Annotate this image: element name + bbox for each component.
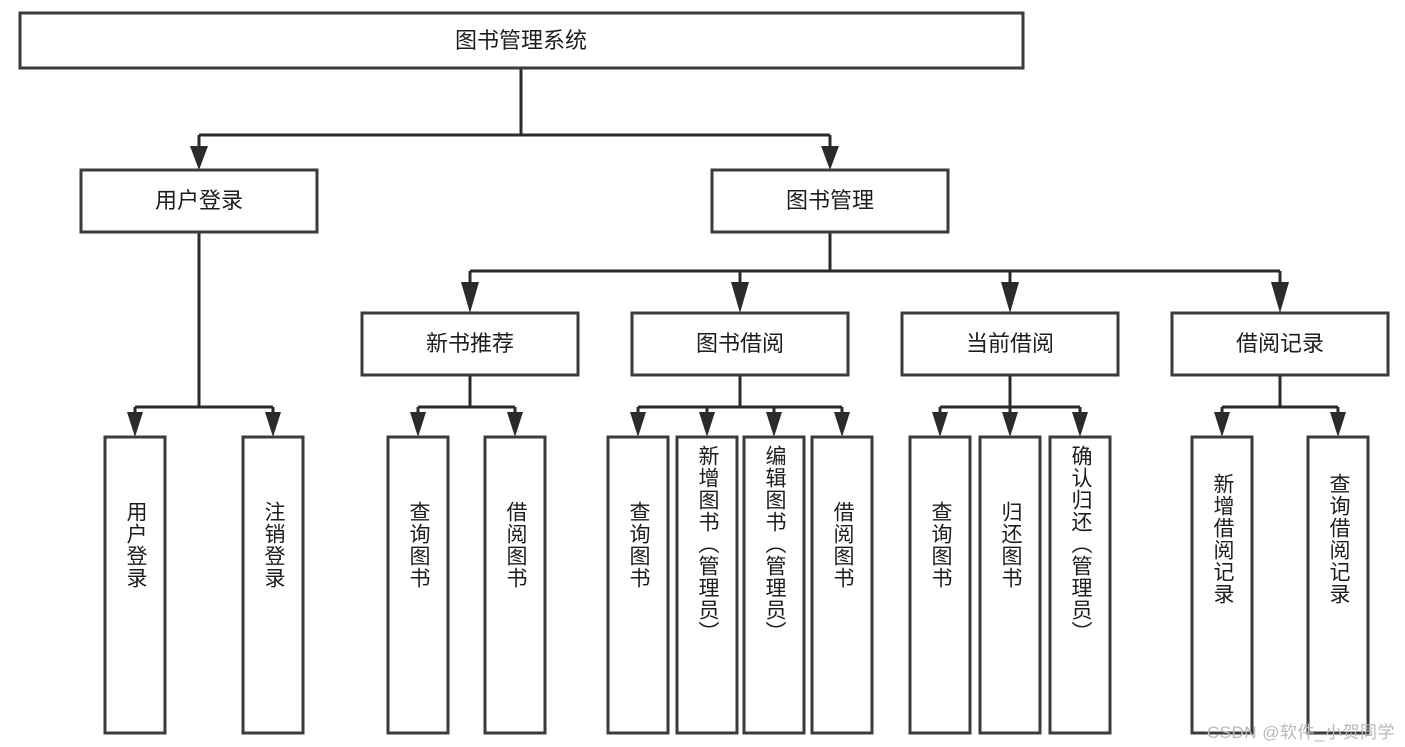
connector-group-borrow-record <box>1214 375 1346 437</box>
connector-group-new-book-recommend <box>410 375 523 437</box>
leaf-box-current-borrow-1[interactable] <box>908 435 972 735</box>
arrowhead-cb-2 <box>1002 412 1018 437</box>
connector-group-root <box>190 68 839 170</box>
node-root[interactable]: 图书管理系统 <box>18 11 1025 70</box>
node-book-borrow-box[interactable] <box>630 311 850 377</box>
node-borrow-record[interactable]: 借阅记录 <box>1170 311 1390 377</box>
connector-group-current-borrow <box>932 375 1088 437</box>
node-user-login[interactable]: 用户登录 <box>79 168 319 234</box>
arrowhead-bb-2 <box>699 412 715 437</box>
arrowhead-br-2 <box>1330 412 1346 437</box>
arrowhead-cb-3 <box>1072 412 1088 437</box>
leaf-box-current-borrow-2[interactable] <box>978 435 1042 735</box>
arrowhead-ul-2 <box>265 412 281 437</box>
leaf-box-book-borrow-3[interactable] <box>742 435 806 735</box>
arrowhead-cb-1 <box>932 412 948 437</box>
arrowhead-bb-4 <box>834 412 850 437</box>
node-root-box[interactable] <box>18 11 1025 70</box>
node-borrow-record-box[interactable] <box>1170 311 1390 377</box>
arrowhead-br-1 <box>1214 412 1230 437</box>
leaf-box-user-login-2[interactable] <box>241 435 305 735</box>
node-current-borrow-box[interactable] <box>900 311 1120 377</box>
node-book-manage[interactable]: 图书管理 <box>710 168 950 234</box>
node-book-manage-label: 图书管理 <box>786 188 874 213</box>
connector-group-book-borrow <box>630 375 850 437</box>
arrowhead-book-manage <box>821 146 839 170</box>
node-new-book-recommend[interactable]: 新书推荐 <box>360 311 580 377</box>
node-user-login-label: 用户登录 <box>155 188 243 213</box>
node-book-borrow-label: 图书借阅 <box>696 331 784 356</box>
arrowhead-new-book <box>461 282 479 313</box>
arrowhead-bb-3 <box>766 412 782 437</box>
arrowhead-user-login <box>190 146 208 170</box>
leaf-box-borrow-record-2[interactable] <box>1306 435 1370 735</box>
node-borrow-record-label: 借阅记录 <box>1236 331 1324 356</box>
connector-group-user-login <box>127 232 281 437</box>
leaf-box-user-login-1[interactable] <box>103 435 167 735</box>
arrowhead-borrow-record <box>1271 282 1289 313</box>
leaf-box-new-book-1[interactable] <box>386 435 450 735</box>
arrowhead-ul-1 <box>127 412 143 437</box>
node-current-borrow-label: 当前借阅 <box>966 331 1054 356</box>
arrowhead-nb-1 <box>410 412 426 437</box>
arrowhead-bb-1 <box>630 412 646 437</box>
node-root-label: 图书管理系统 <box>455 28 587 53</box>
arrowhead-nb-2 <box>507 412 523 437</box>
connector-group-book-manage <box>461 232 1289 313</box>
node-current-borrow[interactable]: 当前借阅 <box>900 311 1120 377</box>
leaf-box-book-borrow-1[interactable] <box>606 435 670 735</box>
node-book-borrow[interactable]: 图书借阅 <box>630 311 850 377</box>
node-new-book-recommend-box[interactable] <box>360 311 580 377</box>
arrowhead-book-borrow <box>731 282 749 313</box>
leaf-box-book-borrow-2[interactable] <box>675 435 739 735</box>
leaf-box-current-borrow-3[interactable] <box>1048 435 1112 735</box>
leaf-box-book-borrow-4[interactable] <box>810 435 874 735</box>
node-user-login-box[interactable] <box>79 168 319 234</box>
arrowhead-current-borrow <box>1001 282 1019 313</box>
leaf-box-borrow-record-1[interactable] <box>1190 435 1254 735</box>
leaf-box-new-book-2[interactable] <box>483 435 547 735</box>
leaf-boxes <box>103 435 1370 735</box>
node-book-manage-box[interactable] <box>710 168 950 234</box>
node-new-book-recommend-label: 新书推荐 <box>426 331 514 356</box>
